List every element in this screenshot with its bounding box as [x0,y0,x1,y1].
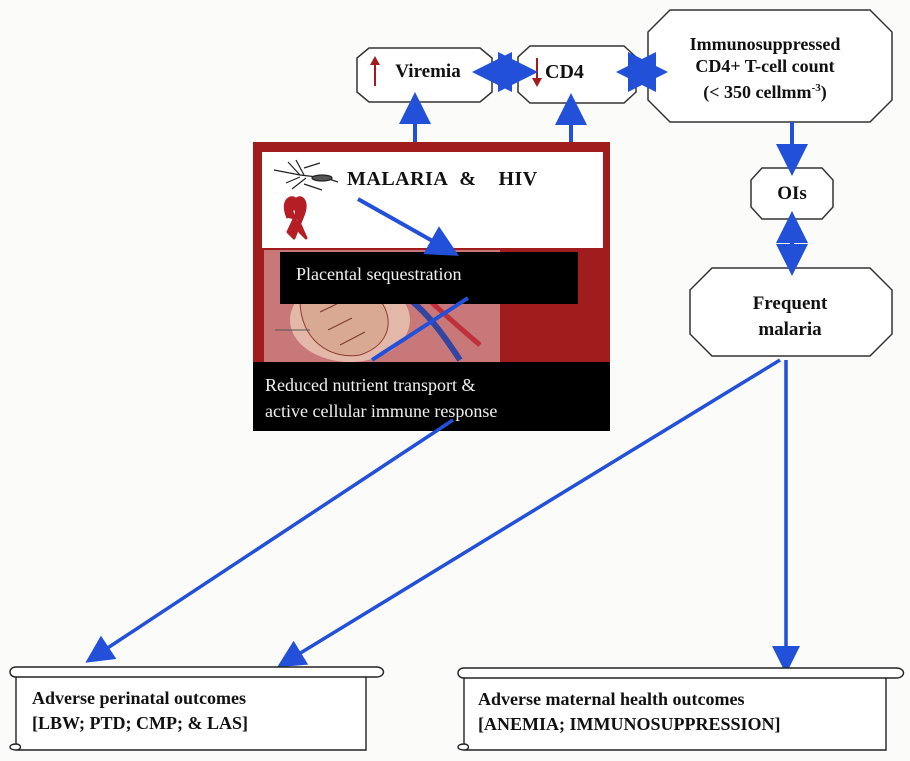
up-arrow-icon [370,56,380,86]
reduced-line2: active cellular immune response [265,401,498,421]
maternal-scroll [457,667,905,751]
mosquito-icon [273,159,339,191]
reduced-text: Reduced nutrient transport & active cell… [265,372,497,424]
title-box [262,152,603,248]
frequent-line2: malaria [758,319,822,340]
reduced-perinatal-arrow [85,418,454,663]
perinatal-scroll [9,666,385,751]
frequent-line1: Frequent [752,293,828,314]
placental-text: Placental sequestration [296,264,462,284]
immunosuppressed-label: Immunosuppressed CD4+ T-cell count (< 35… [652,33,878,103]
immuno-line3: (< 350 cellmm-3) [652,77,878,103]
mosquito-placental-arrow [357,197,459,256]
frequent-perinatal-arrow [277,358,781,668]
frequent-malaria-label: Frequent malaria [690,291,890,343]
ois-label: OIs [777,183,807,204]
title-malaria: MALARIA [347,168,449,190]
reduced-box [253,362,610,431]
placental-box [280,252,578,304]
placental-reduced-arrow [370,296,470,362]
title-hiv: HIV [498,168,538,190]
ois-node [750,167,834,220]
perinatal-line2: [LBW; PTD; CMP; & LAS] [32,713,248,733]
immuno-line3-prefix: (< 350 cellmm [703,82,812,102]
immuno-line2: CD4+ T-cell count [695,56,835,76]
immuno-line3-suffix: ) [820,82,827,102]
cd4-label: CD4 [545,61,584,83]
viremia-node [356,47,493,103]
panel-title: MALARIA & HIV [347,168,607,191]
maternal-outcomes: Adverse maternal health outcomes [ANEMIA… [478,687,781,737]
maternal-line2: [ANEMIA; IMMUNOSUPPRESSION] [478,714,781,734]
perinatal-line1: Adverse perinatal outcomes [32,688,246,708]
immuno-line1: Immunosuppressed [689,34,841,54]
reduced-line1: Reduced nutrient transport & [265,375,476,395]
maternal-line1: Adverse maternal health outcomes [478,689,745,709]
red-ribbon-icon [283,196,308,240]
frequent-malaria-node [689,267,893,357]
perinatal-outcomes: Adverse perinatal outcomes [LBW; PTD; CM… [32,686,248,736]
immuno-line3-sup: -3 [811,82,821,94]
title-amp: & [459,168,477,190]
viremia-label: Viremia [395,61,461,82]
